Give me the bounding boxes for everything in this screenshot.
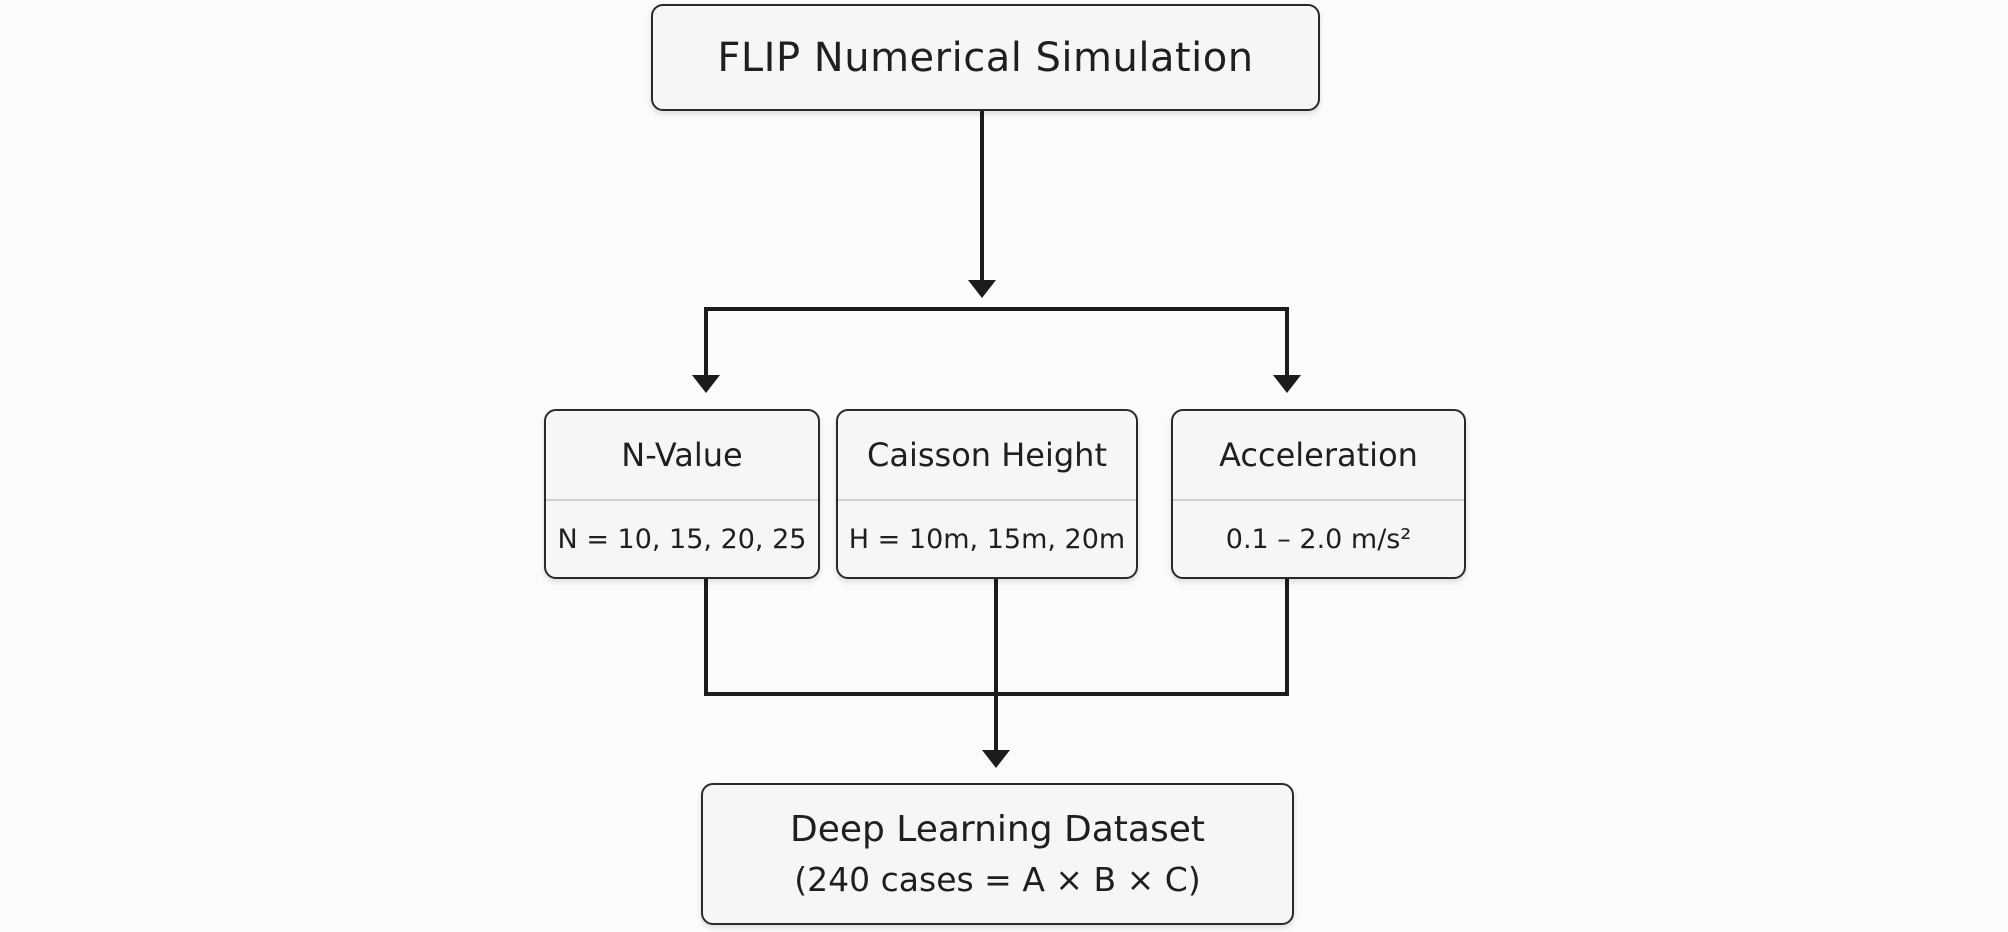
parameter-value: 0.1 – 2.0 m/s² [1225, 523, 1412, 555]
arrowhead-left [692, 375, 720, 393]
dataset-title: Deep Learning Dataset [789, 809, 1206, 850]
parameter-box-caisson-height: Caisson Height H = 10m, 15m, 20m [836, 409, 1138, 579]
simulation-title: FLIP Numerical Simulation [717, 34, 1254, 81]
parameter-name: Acceleration [1173, 411, 1464, 501]
parameter-box-acceleration: Acceleration 0.1 – 2.0 m/s² [1171, 409, 1466, 579]
arrowhead-right [1273, 375, 1301, 393]
parameter-value: N = 10, 15, 20, 25 [557, 523, 807, 555]
arrowhead-top [968, 280, 996, 298]
parameter-box-n-value: N-Value N = 10, 15, 20, 25 [544, 409, 820, 579]
arrowhead-bottom [982, 750, 1010, 768]
simulation-box: FLIP Numerical Simulation [651, 4, 1320, 111]
dataset-box: Deep Learning Dataset (240 cases = A × B… [701, 783, 1294, 925]
parameter-name: N-Value [546, 411, 818, 501]
parameter-value: H = 10m, 15m, 20m [848, 523, 1126, 555]
parameter-name: Caisson Height [838, 411, 1136, 501]
dataset-subtitle: (240 cases = A × B × C) [794, 860, 1201, 899]
